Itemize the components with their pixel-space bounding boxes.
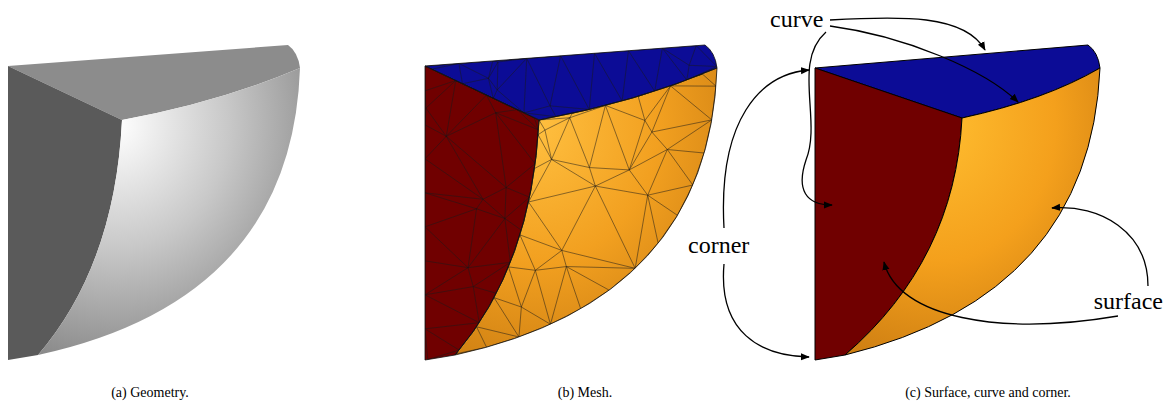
leader-arrow <box>723 264 809 357</box>
leader-arrows <box>723 18 1148 357</box>
mesh-triangles <box>456 74 716 354</box>
geometry-solid <box>8 45 300 360</box>
curved-face <box>455 68 717 355</box>
leader-arrow <box>884 262 1118 324</box>
leader-arrow <box>723 70 809 228</box>
face-outline <box>425 66 539 360</box>
subfigure-caption: (c) Surface, curve and corner. <box>905 385 1071 400</box>
leader-arrow <box>830 18 985 50</box>
face-outline <box>425 45 717 120</box>
callout-label: corner <box>688 232 749 258</box>
face-outline <box>455 68 717 355</box>
subfigure-caption: (b) Mesh. <box>558 385 612 400</box>
curved-face <box>38 68 300 355</box>
curved-face <box>845 68 1100 355</box>
mesh-triangles <box>425 66 538 360</box>
callout-label: curve <box>770 6 823 32</box>
mesh-lines <box>425 45 717 360</box>
leader-arrow <box>1052 208 1148 286</box>
leader-arrow <box>830 26 1018 102</box>
leader-arrow <box>802 32 832 205</box>
mesh-triangles <box>425 46 717 117</box>
annotated-solid <box>815 45 1100 360</box>
subfigure-caption: (a) Geometry. <box>111 385 189 400</box>
callout-label: surface <box>1094 288 1163 314</box>
mesh-solid <box>425 45 717 360</box>
